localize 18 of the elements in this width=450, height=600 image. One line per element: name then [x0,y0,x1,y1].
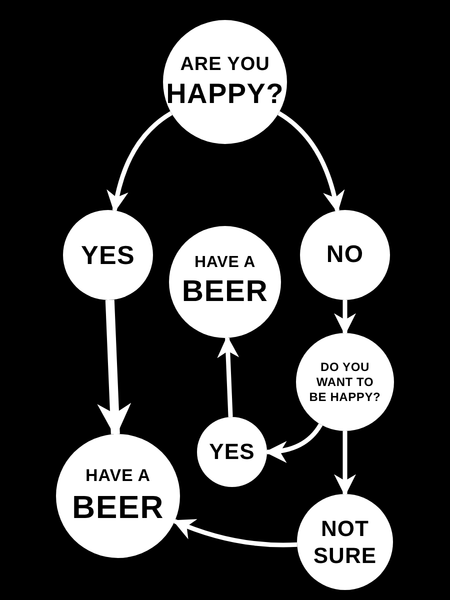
node-text: NO [326,240,364,270]
node-text: YES [209,438,255,466]
node-text: ARE YOU [180,52,270,76]
arrow [277,111,344,213]
arrow [217,336,240,418]
node-text: BEER [72,488,164,527]
arrow [172,518,298,548]
arrow [334,431,356,496]
node-text: NOT SURE [312,514,378,570]
arrow [264,423,323,462]
node-text: BEER [182,274,268,310]
node-text: HAPPY? [166,77,284,112]
arrow [334,300,356,336]
node-text: HAVE A [194,253,256,274]
node-text: DO YOU WANT TO BE HAPPY? [308,360,382,404]
node-text: HAVE A [86,465,150,487]
node-text: YES [81,238,135,272]
arrow [107,111,173,213]
